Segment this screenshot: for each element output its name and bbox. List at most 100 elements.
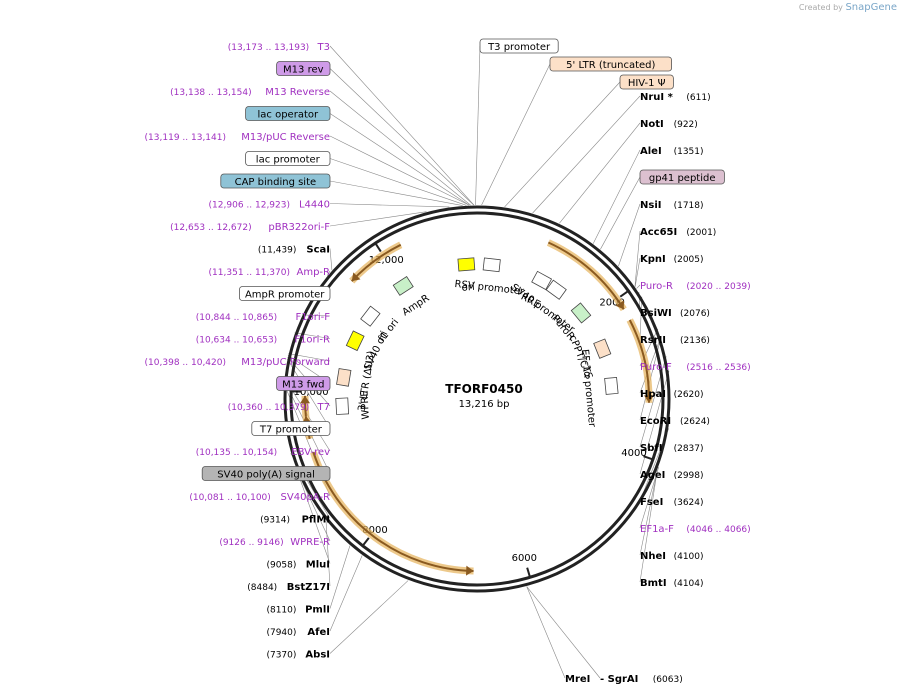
site-sbfi: SbfI [640, 443, 662, 454]
position-pbr322ori-f: (12,653 .. 12,672) [170, 223, 251, 233]
position-nhei: (4100) [674, 552, 704, 562]
position-m13-puc-reverse: (13,119 .. 13,141) [145, 133, 226, 143]
site-bsiwi: BsiWI [640, 308, 672, 319]
leader-m13-rev [329, 68, 474, 206]
site-nsii: NsiI [640, 200, 661, 211]
tick-2000 [619, 290, 629, 298]
feature-block-rre [531, 270, 553, 291]
leader-5-ltr-truncated [481, 63, 551, 206]
tick-label-4000: 4000 [621, 448, 646, 459]
label-box-5-ltr-truncated [549, 56, 672, 72]
position-pflmi: (9314) [260, 516, 290, 526]
site-sgrai: - SgrAI [600, 674, 638, 685]
label-m13-rev: M13 rev [283, 65, 324, 76]
label-5-ltr-truncated: 5' LTR (truncated) [566, 60, 655, 71]
label-box-t3-promoter [479, 38, 559, 54]
label-t7-promoter: T7 promoter [259, 425, 323, 436]
tick-4000 [643, 455, 654, 461]
leader-t3 [329, 45, 475, 206]
feature-label-ori: ori [461, 282, 475, 294]
leader-nhei [639, 470, 658, 556]
site-afei: AfeI [307, 627, 330, 638]
position-noti: (922) [674, 120, 698, 130]
feature-label-ampr: AmpR [401, 293, 432, 319]
position-hpai: (2620) [674, 390, 704, 400]
site-bstz17i: BstZ17I [287, 582, 330, 593]
leader-mrei [526, 586, 566, 679]
feature-block-wpre [335, 397, 350, 415]
label-t3-promoter: T3 promoter [487, 42, 551, 53]
label-box-sv40-poly-a-signal [201, 466, 331, 481]
feature-block-rsv-promoter [482, 257, 501, 273]
tick-label-6000: 6000 [512, 553, 537, 564]
position-ebv-rev: (10,135 .. 10,154) [196, 448, 277, 458]
label-m13-fwd: M13 fwd [282, 380, 324, 391]
backbone-inner-ring [289, 211, 665, 587]
label-box-lac-operator [245, 106, 331, 121]
position-f1ori-f: (10,844 .. 10,865) [196, 313, 277, 323]
feature-labels: NruI *(611)NotI(922)AleI(1351)gp41 pepti… [145, 38, 751, 685]
feature-block-puror [570, 302, 592, 324]
position-wpre-r: (9126 .. 9146) [219, 538, 283, 548]
feature-arc-core-orange-1 [547, 241, 625, 310]
primer-m13-puc-reverse: M13/pUC Reverse [241, 132, 330, 143]
position-t3: (13,173 .. 13,193) [228, 43, 309, 53]
site-absi: AbsI [305, 650, 330, 661]
leader-hpai [639, 336, 662, 394]
leader-puro-r [636, 284, 641, 289]
primer-sv40pa-r: SV40pA-R [281, 492, 330, 503]
site-noti: NotI [640, 119, 664, 130]
primer-puro-f: Puro-F [640, 362, 672, 373]
site-fsei: FseI [640, 497, 663, 508]
backbone-outer-ring [283, 205, 671, 593]
label-leader-lines [283, 45, 670, 679]
primer-t7: T7 [317, 402, 330, 413]
feature-arrowhead-orange-5 [300, 395, 311, 404]
plasmid-backbone [283, 205, 671, 593]
position-t7: (10,360 .. 10,379) [228, 403, 309, 413]
position-sbfi: (2837) [674, 444, 704, 454]
site-acc65i: Acc65I [640, 227, 677, 238]
position-scai: (11,439) [258, 246, 297, 256]
label-box-lac-promoter [245, 151, 331, 166]
snapgene-credit: Created by SnapGene [799, 2, 897, 13]
leader-scai [329, 248, 333, 271]
leader-afei [329, 555, 363, 632]
position-nsii: (1718) [674, 201, 704, 211]
position-agei: (2998) [674, 471, 704, 481]
site-hpai: HpaI [640, 389, 666, 400]
feature-block-sv40-ori [345, 330, 365, 352]
tick-8000 [361, 537, 370, 547]
leader-cap-binding-site [329, 180, 463, 206]
leader-t3-promoter [475, 45, 481, 206]
feature-block-sv40-promoter [545, 279, 567, 300]
tick-6000 [526, 567, 531, 578]
primer-amp-r: Amp-R [297, 267, 331, 278]
site-rsrii: RsrII [640, 335, 666, 346]
feature-arc-orange-3 [310, 451, 474, 575]
position-puro-r: (2020 .. 2039) [686, 282, 750, 292]
position-nrui: (611) [686, 93, 710, 103]
leader-acc65i [634, 230, 641, 287]
primer-pbr322ori-f: pBR322ori-F [268, 222, 330, 233]
feature-label-wpre: WPRE [359, 390, 372, 420]
leader-nrui [532, 95, 641, 214]
tick-label-2000: 2000 [599, 298, 624, 309]
feature-block-f1-ori [360, 305, 381, 327]
site-nrui: NruI * [640, 92, 674, 103]
position-ecori: (2624) [680, 417, 710, 427]
feature-block-ef-1-promoter [604, 376, 619, 395]
leader-hiv-1 [504, 81, 621, 208]
feature-label-ef-1-promoter: EF-1α promoter [579, 349, 598, 429]
leader-f1ori-f [302, 314, 331, 317]
leader-bmti [639, 470, 658, 583]
leader-nsii [618, 203, 641, 267]
tick-12-000 [374, 242, 382, 253]
leader-alei [592, 149, 641, 244]
position-ef1a-f: (4046 .. 4066) [686, 525, 750, 535]
site-agei: AgeI [640, 470, 665, 481]
site-pmli: PmlI [305, 605, 330, 616]
position-rsrii: (2136) [680, 336, 710, 346]
position-bsiwi: (2076) [680, 309, 710, 319]
